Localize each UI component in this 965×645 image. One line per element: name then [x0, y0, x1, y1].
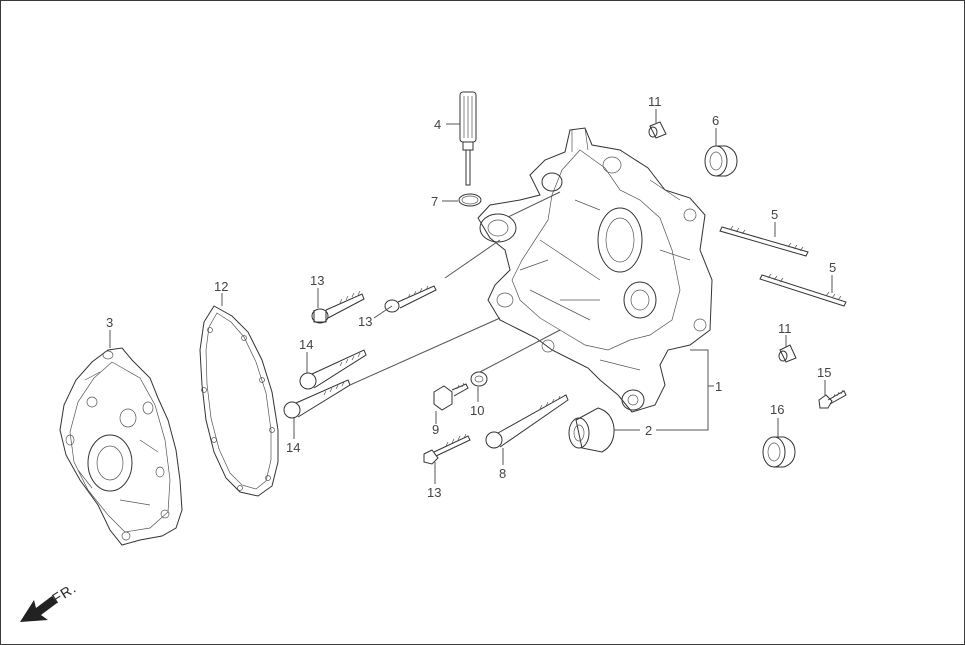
- part-5-stud-lower: [759, 273, 847, 307]
- label-part-15: 15: [817, 365, 831, 380]
- part-2-bushing: [568, 407, 615, 453]
- label-part-14-lower: 14: [286, 440, 300, 455]
- label-part-12: 12: [214, 279, 228, 294]
- label-part-5-lower: 5: [829, 260, 836, 275]
- label-part-3: 3: [106, 315, 113, 330]
- label-part-8: 8: [499, 466, 506, 481]
- part-9-flange-bolt: [433, 382, 469, 411]
- part-12-gasket: [199, 305, 279, 497]
- label-part-10: 10: [470, 403, 484, 418]
- part-11-dowel-pin-lower: [778, 344, 797, 363]
- label-part-13-lower: 13: [427, 485, 441, 500]
- part-13-bolt-lower: [423, 433, 471, 465]
- part-5-stud-upper: [719, 225, 809, 257]
- part-8-long-bolt: [485, 394, 569, 449]
- part-11-dowel-pin-upper: [648, 121, 667, 139]
- front-direction-indicator: FR.: [20, 579, 79, 622]
- part-13-bolt-upper-mid: [384, 285, 437, 313]
- part-10-washer: [470, 371, 488, 387]
- part-14-long-bolt-upper: [299, 349, 367, 390]
- label-part-11-upper: 11: [648, 94, 662, 109]
- front-direction-arrow-icon: [20, 596, 57, 622]
- label-part-13-upper-left: 13: [310, 273, 324, 288]
- part-6-oil-seal: [704, 145, 738, 177]
- part-3-crankcase-cover: [59, 347, 183, 546]
- label-part-6: 6: [712, 113, 719, 128]
- part-labels: 1 2 3 4 5 5 6 7 8 9 10 11 11 12 13 13 13…: [106, 94, 836, 500]
- part-13-bolt-upper-left: [311, 290, 365, 324]
- label-part-11-lower: 11: [778, 321, 792, 336]
- part-16-oil-seal: [762, 436, 796, 468]
- label-part-5-upper: 5: [771, 207, 778, 222]
- part-4-dipstick: [459, 91, 477, 186]
- label-part-16: 16: [770, 402, 784, 417]
- label-part-9: 9: [432, 422, 439, 437]
- label-part-7: 7: [431, 194, 438, 209]
- part-7-o-ring: [458, 193, 482, 207]
- part-14-long-bolt-lower: [283, 379, 351, 419]
- label-part-4: 4: [434, 117, 441, 132]
- leader-lines: [109, 109, 833, 484]
- label-part-2: 2: [645, 423, 652, 438]
- label-part-14-upper: 14: [299, 337, 313, 352]
- part-1-crankcase: [477, 127, 713, 413]
- label-part-1: 1: [715, 379, 722, 394]
- label-part-13-upper-mid: 13: [358, 314, 372, 329]
- part-15-bolt: [818, 389, 847, 409]
